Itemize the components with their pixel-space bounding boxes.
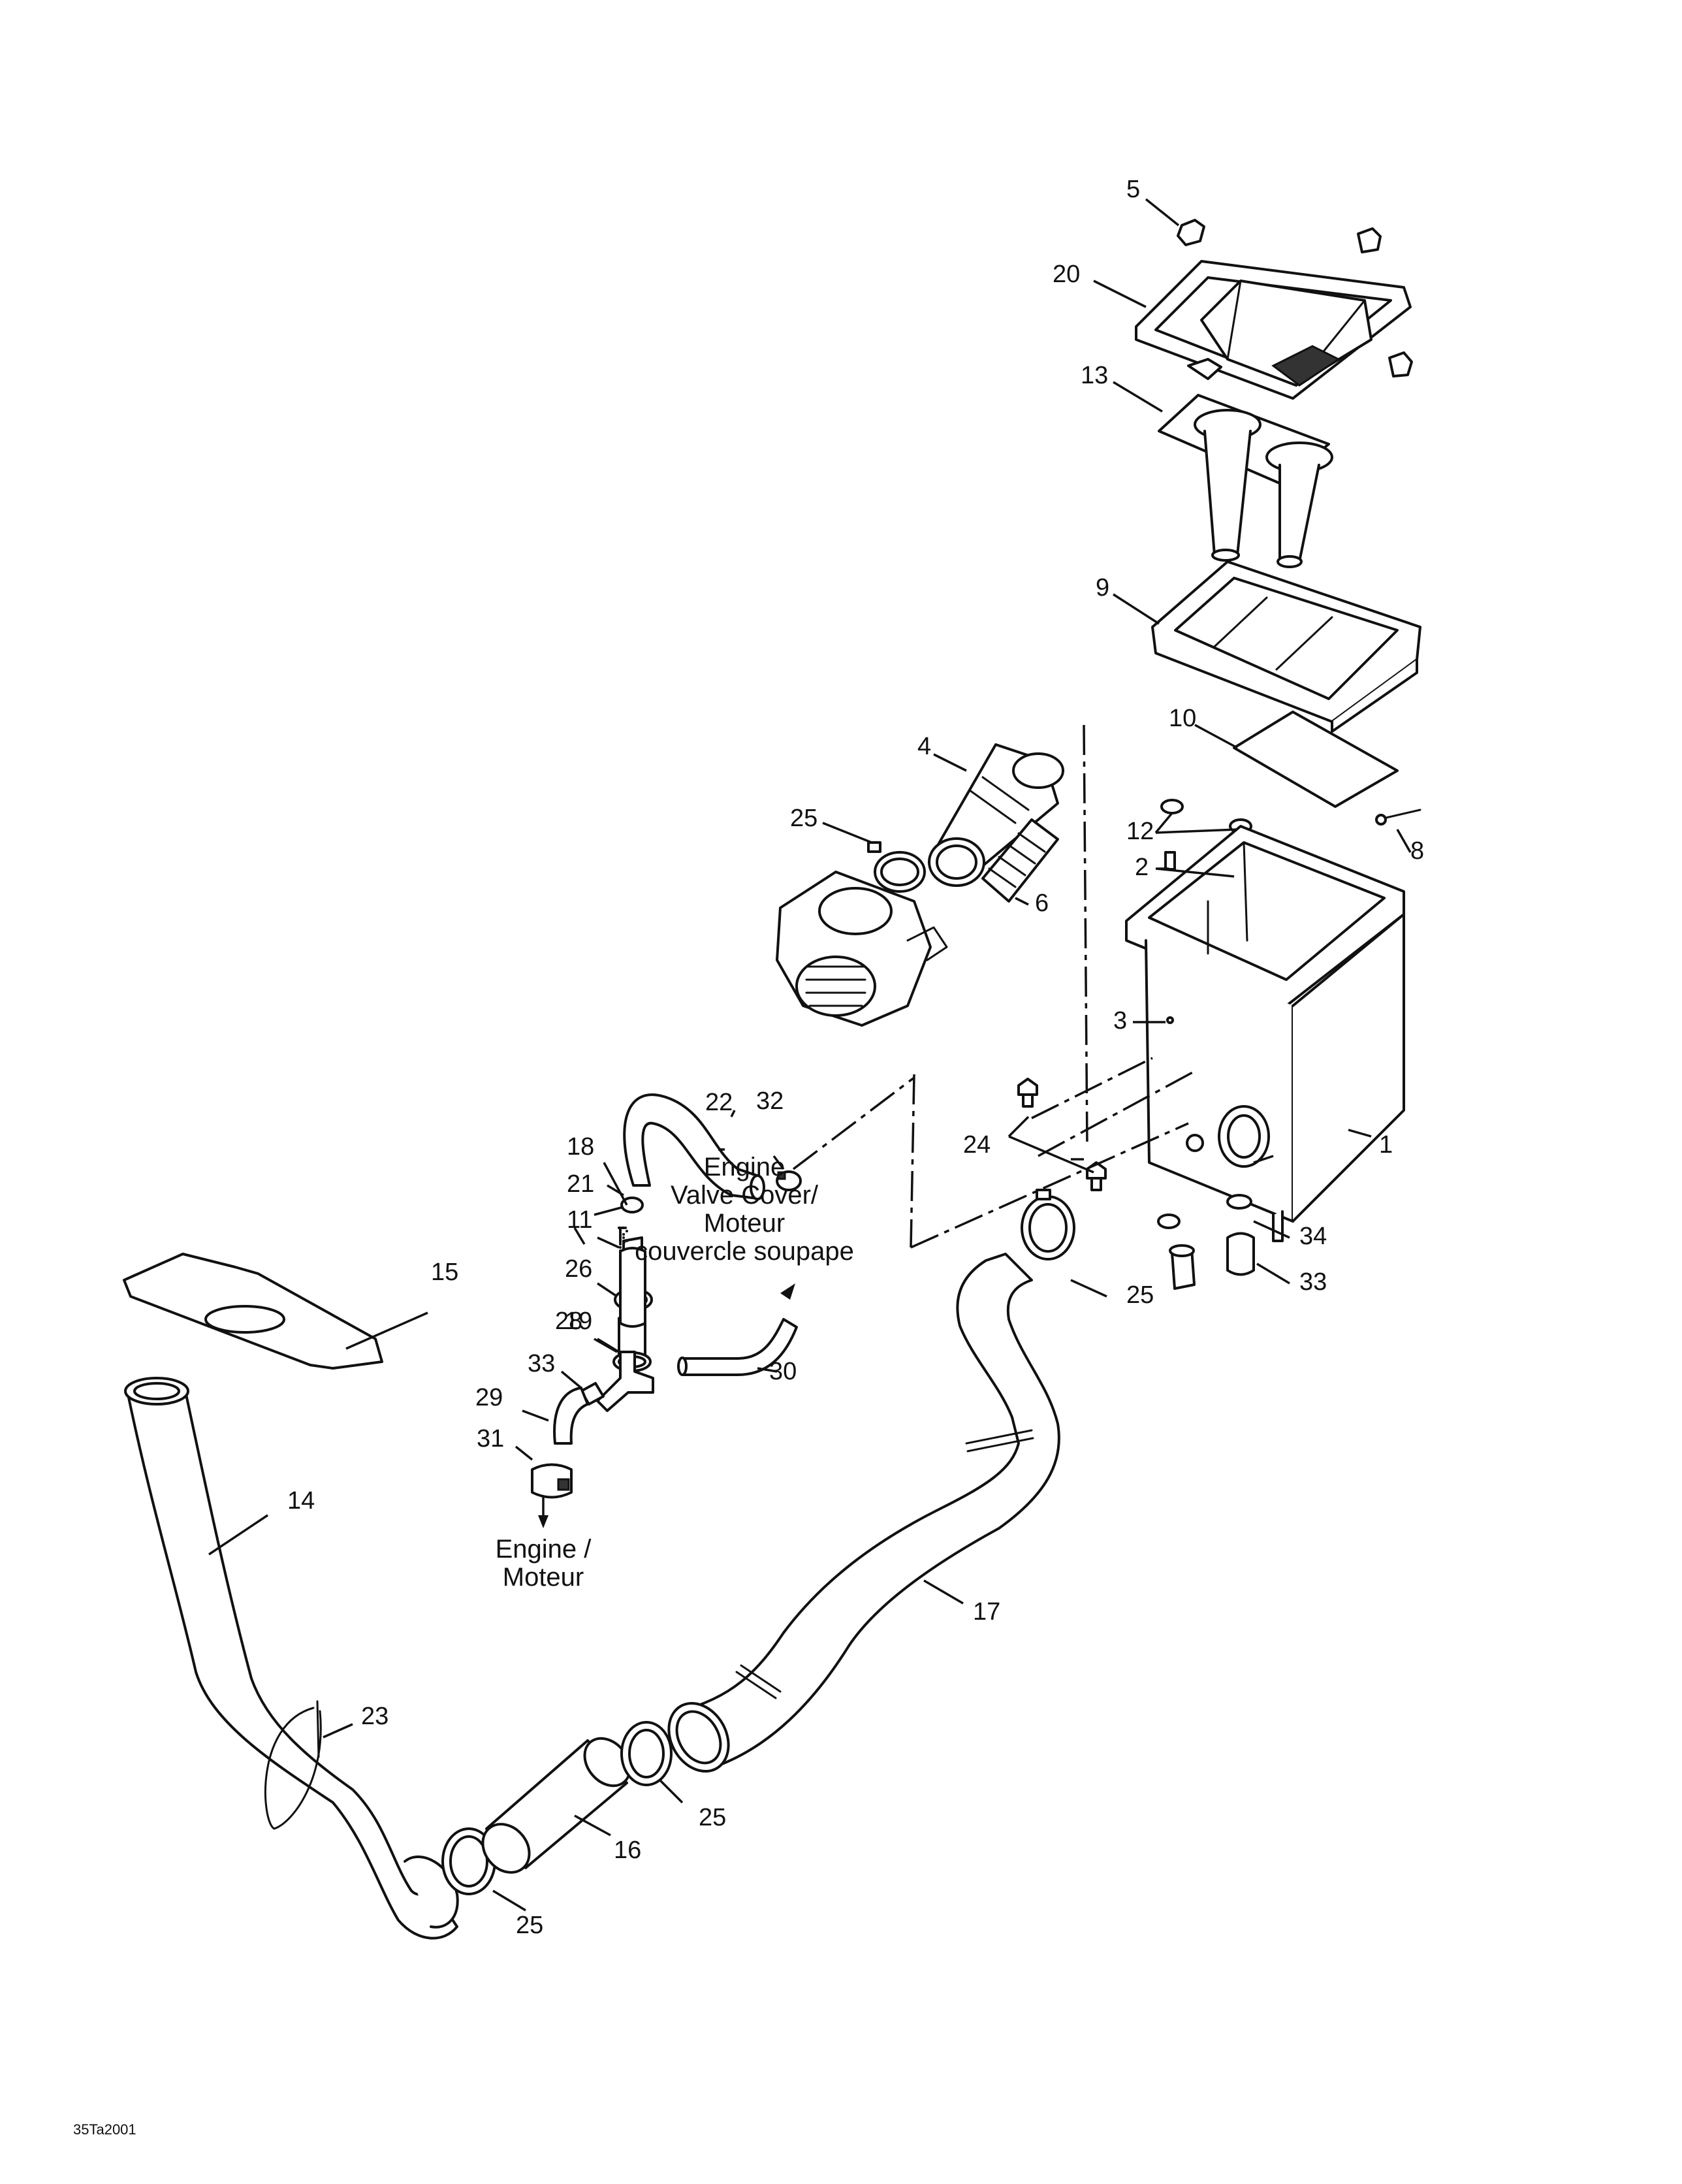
callout-5: 5 [1126, 176, 1140, 203]
callout-19: 19 [565, 1308, 592, 1335]
hose-part-22 [623, 1093, 765, 1200]
callout-10: 10 [1169, 705, 1196, 732]
callout-15: 15 [431, 1259, 458, 1286]
fitting-part-33a [1169, 1244, 1196, 1290]
airbox-cover-part-20 [1135, 260, 1412, 400]
callout-33-left: 33 [528, 1350, 555, 1377]
clip-part-5 [1177, 219, 1413, 377]
pin-part-8 [1375, 809, 1421, 826]
callout-numbers: 5 20 13 9 10 4 25 6 12 8 2 3 32 22 18 24… [287, 176, 1424, 1939]
clamp-part-25a [867, 841, 926, 893]
arrow-to-valve-cover [780, 1283, 795, 1300]
hose-part-30 [677, 1318, 798, 1376]
callout-32: 32 [756, 1087, 784, 1115]
valve-cover-note: Engine Valve Cover/ Moteur couvercle sou… [635, 1153, 854, 1266]
callout-11: 11 [567, 1206, 592, 1234]
callout-24: 24 [963, 1131, 991, 1159]
filter-frame-part-9 [1151, 560, 1421, 733]
intake-hose-part-17 [667, 1253, 1060, 1773]
callout-17: 17 [973, 1598, 1000, 1626]
shield-part-15 [123, 1253, 383, 1370]
tube-part-33 [1226, 1232, 1255, 1276]
callout-3: 3 [1113, 1007, 1127, 1035]
callout-28: 28 [555, 1308, 582, 1335]
callout-31: 31 [477, 1425, 504, 1453]
callout-18: 18 [567, 1133, 594, 1161]
callout-22: 22 [705, 1089, 733, 1116]
callout-25-right: 25 [1126, 1281, 1154, 1309]
reference-code: 35Ta2001 [73, 2121, 136, 2138]
callout-16: 16 [614, 1837, 641, 1864]
screws-part-24 [1017, 1078, 1107, 1191]
note-engine: Engine [704, 1153, 785, 1181]
callout-25-mid: 25 [699, 1804, 726, 1831]
note-couvercle-soupape: couvercle soupape [635, 1237, 854, 1266]
arrow-to-engine [538, 1496, 548, 1528]
callout-26: 26 [565, 1255, 592, 1283]
callout-14: 14 [287, 1487, 315, 1515]
clamp-part-25b [1021, 1189, 1075, 1261]
callout-1: 1 [1379, 1131, 1393, 1159]
elbow-hose-part-29 [553, 1387, 589, 1445]
callout-21: 21 [567, 1170, 594, 1198]
throttle-body [776, 871, 948, 1027]
strap-part-23 [264, 1700, 322, 1830]
note-moteur-bottom: Moteur [503, 1563, 584, 1592]
note-moteur: Moteur [704, 1209, 785, 1238]
filter-pad-part-10 [1233, 711, 1399, 808]
clamp-part-34 [1157, 1194, 1252, 1229]
callout-8: 8 [1410, 837, 1424, 865]
callout-23: 23 [361, 1703, 389, 1730]
callout-4: 4 [917, 733, 931, 760]
clamp-part-18 [620, 1196, 644, 1213]
note-valve-cover: Valve Cover/ [671, 1181, 819, 1210]
intake-plate-part-13 [1158, 394, 1333, 568]
fitting-part-31 [531, 1463, 573, 1499]
airbox-part-1 [1125, 825, 1405, 1242]
engine-note: Engine / Moteur [496, 1535, 592, 1592]
callout-25-carb: 25 [790, 805, 817, 832]
callout-29: 29 [475, 1384, 503, 1411]
clamp-part-25c [620, 1721, 673, 1786]
tube-part-26 [619, 1247, 646, 1328]
callout-9: 9 [1096, 574, 1109, 602]
note-engine-slash: Engine / [496, 1535, 592, 1564]
intake-tube-part-14 [124, 1377, 459, 1940]
callout-20: 20 [1053, 261, 1080, 288]
clamp-part-32 [776, 1170, 802, 1191]
part-3-dot [1166, 1016, 1174, 1024]
callout-33-right: 33 [1299, 1268, 1327, 1296]
callout-12: 12 [1126, 818, 1154, 845]
callout-13: 13 [1081, 362, 1108, 389]
callout-6: 6 [1035, 890, 1049, 917]
callout-25-bottom: 25 [516, 1912, 543, 1939]
tee-fitting-part-28 [596, 1351, 654, 1412]
intake-adaptor-part-4 [928, 743, 1064, 887]
callout-34: 34 [1299, 1223, 1327, 1250]
leader-lines [208, 198, 1412, 1912]
callout-30: 30 [769, 1358, 797, 1385]
spring-hose-part-6 [981, 818, 1059, 903]
tube-part-16 [481, 1737, 631, 1874]
callout-2: 2 [1135, 854, 1149, 881]
dashed-reference-lines [792, 724, 1196, 1249]
